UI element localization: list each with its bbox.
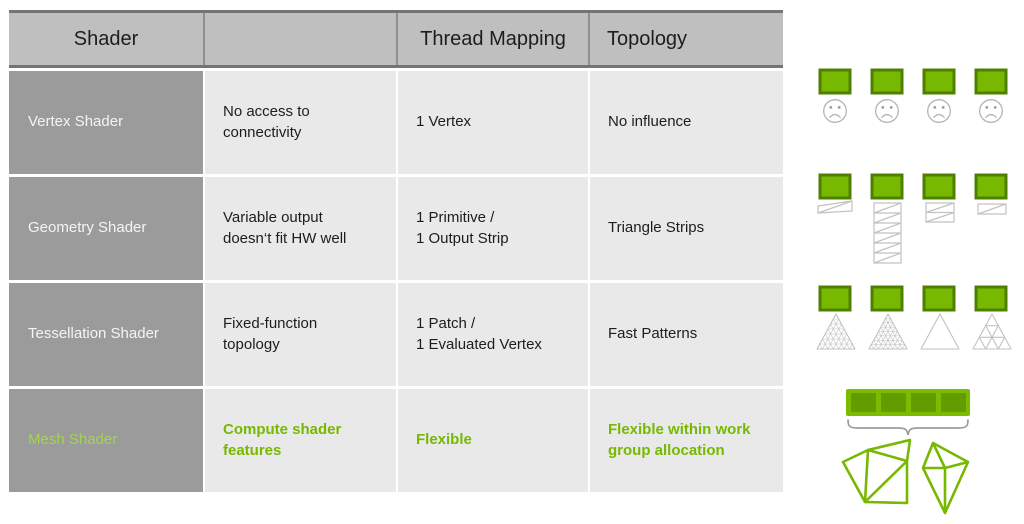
mesh-shader-diagram xyxy=(841,389,970,515)
topology-cell: Triangle Strips xyxy=(590,177,783,280)
topology-cell: Fast Patterns xyxy=(590,283,783,386)
note-cell: Compute shader features xyxy=(205,389,396,492)
note-cell: No access to connectivity xyxy=(205,71,396,174)
brace-icon xyxy=(847,419,969,436)
green-thread-box xyxy=(974,173,1008,200)
green-thread-box xyxy=(922,68,956,95)
triangle-strip-icon xyxy=(977,203,1007,215)
shader-topology-diagram xyxy=(816,68,1012,515)
green-thread-box xyxy=(922,285,956,312)
green-thread-box xyxy=(870,68,904,95)
header-empty xyxy=(205,13,398,65)
thread-mapping-cell: 1 Patch / 1 Evaluated Vertex xyxy=(398,283,588,386)
green-thread-box xyxy=(870,285,904,312)
tessellation-shader-diagram xyxy=(816,285,1012,350)
table-row-geometry-shader: Geometry Shader Variable output doesn‘t … xyxy=(9,177,783,280)
thread-mapping-cell: 1 Vertex xyxy=(398,71,588,174)
green-thread-box xyxy=(974,285,1008,312)
vertex-shader-diagram xyxy=(818,68,1008,123)
table-row-tessellation-shader: Tessellation Shader Fixed-function topol… xyxy=(9,283,783,386)
triangle-strip-icon xyxy=(873,202,902,264)
sad-face-icon xyxy=(823,99,847,123)
shader-comparison-table: Shader Thread Mapping Topology Vertex Sh… xyxy=(9,10,783,492)
sad-face-icon xyxy=(927,99,951,123)
header-shader: Shader xyxy=(9,13,205,65)
shader-name-cell: Mesh Shader xyxy=(9,389,203,492)
table-row-vertex-shader: Vertex Shader No access to connectivity … xyxy=(9,71,783,174)
green-thread-box xyxy=(870,173,904,200)
note-cell: Fixed-function topology xyxy=(205,283,396,386)
topology-cell: No influence xyxy=(590,71,783,174)
triangle-strip-icon xyxy=(817,200,853,214)
topology-cell: Flexible within work group allocation xyxy=(590,389,783,492)
plain-triangle-icon xyxy=(920,313,960,350)
green-thread-box xyxy=(818,285,852,312)
geometry-shader-diagram xyxy=(817,173,1008,264)
sad-face-icon xyxy=(875,99,899,123)
tessellated-triangle-icon xyxy=(972,313,1012,350)
shader-name-cell: Geometry Shader xyxy=(9,177,203,280)
green-thread-box xyxy=(818,68,852,95)
header-thread-mapping: Thread Mapping xyxy=(398,13,590,65)
table-row-mesh-shader: Mesh Shader Compute shader features Flex… xyxy=(9,389,783,492)
thread-mapping-cell: 1 Primitive / 1 Output Strip xyxy=(398,177,588,280)
green-thread-box xyxy=(818,173,852,200)
triangle-strip-icon xyxy=(925,202,955,223)
meshlet-wireframe-icon xyxy=(841,438,912,505)
header-topology: Topology xyxy=(607,27,688,50)
table-header-row: Shader Thread Mapping Topology xyxy=(9,10,783,68)
meshlet-wireframe-icon xyxy=(921,441,970,515)
sad-face-icon xyxy=(979,99,1003,123)
green-thread-box xyxy=(922,173,956,200)
workgroup-bar xyxy=(846,389,970,416)
note-cell: Variable output doesn‘t fit HW well xyxy=(205,177,396,280)
thread-mapping-cell: Flexible xyxy=(398,389,588,492)
green-thread-box xyxy=(974,68,1008,95)
shader-name-cell: Vertex Shader xyxy=(9,71,203,174)
tessellated-triangle-icon xyxy=(816,313,856,350)
shader-name-cell: Tessellation Shader xyxy=(9,283,203,386)
